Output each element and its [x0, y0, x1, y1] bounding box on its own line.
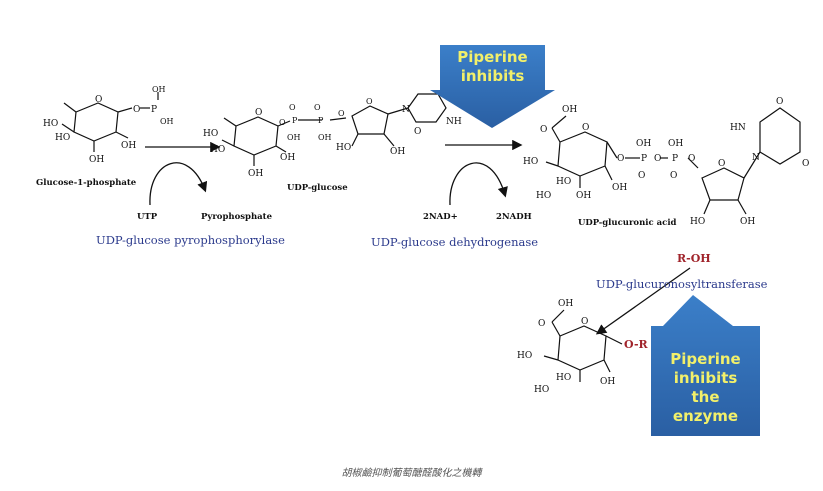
atom-label: OH: [287, 133, 301, 142]
atom-label: HO: [55, 133, 70, 143]
glucose-1-phosphate-structure: [61, 92, 159, 152]
atom-label: O: [540, 125, 547, 135]
atom-label: HN: [730, 123, 746, 133]
atom-label: HO: [536, 191, 551, 201]
piperine-callout-bottom-text: Piperine inhibits the enzyme: [651, 350, 760, 426]
atom-label: OH: [318, 133, 332, 142]
callout-line: inhibits: [673, 369, 738, 387]
atom-label: OH: [280, 153, 295, 163]
atom-label: P: [292, 116, 298, 125]
atom-label: P: [318, 116, 324, 125]
reaction-arrow-2: [445, 139, 523, 206]
atom-label: HO: [534, 385, 549, 395]
atom-label: HO: [517, 351, 532, 361]
udp-glucose-label: UDP-glucose: [287, 183, 348, 193]
enzyme-label-2: UDP-glucose dehydrogenase: [371, 235, 539, 249]
atom-label: OH: [89, 155, 104, 165]
atom-label: N: [752, 153, 760, 163]
atom-label: OH: [390, 147, 405, 157]
atom-label: O: [638, 171, 645, 181]
piperine-callout-top-text: Piperine inhibits: [440, 48, 545, 86]
reaction-arrow-1: [145, 141, 221, 206]
atom-label: OH: [121, 141, 136, 151]
atom-label: O: [617, 154, 624, 164]
atom-label: O: [670, 171, 677, 181]
atom-label: O: [802, 159, 809, 169]
atom-label: HO: [556, 177, 571, 187]
atom-label: O: [279, 118, 286, 127]
atom-label: OH: [576, 191, 591, 201]
piperine-callout-bottom: [651, 295, 760, 436]
o-r-label: O-R: [624, 338, 649, 351]
atom-label: NH: [446, 117, 462, 127]
atom-label: O: [338, 109, 345, 118]
atom-label: HO: [690, 217, 705, 227]
atom-label: HO: [43, 119, 58, 129]
atom-label: O: [95, 95, 102, 105]
atom-label: O: [582, 123, 589, 133]
callout-line: Piperine: [457, 48, 528, 66]
callout-line: the: [691, 388, 720, 406]
pyrophosphate-label: Pyrophosphate: [201, 212, 273, 222]
atom-label: N: [402, 105, 410, 115]
atom-label: O: [255, 108, 262, 118]
glucuronide-product-structure: [543, 309, 623, 382]
nad-label: 2NAD+: [423, 212, 458, 222]
utp-label: UTP: [137, 212, 158, 222]
atom-label: OH: [612, 183, 627, 193]
atom-label: O: [776, 97, 783, 107]
enzyme-label-3: UDP-glucuronosyltransferase: [596, 277, 768, 291]
udp-glucose-structure: [221, 93, 447, 166]
atom-label: HO: [203, 129, 218, 139]
atom-label: OH: [636, 139, 651, 149]
piperine-callout-top: [430, 45, 555, 128]
atom-label: P: [672, 154, 678, 164]
atom-label: OH: [558, 299, 573, 309]
atom-label: O: [718, 159, 725, 169]
atom-label: O: [414, 127, 421, 137]
atom-label: HO: [336, 143, 351, 153]
atom-label: OH: [668, 139, 683, 149]
atom-label: P: [641, 154, 647, 164]
atom-label: HO: [210, 145, 225, 155]
atom-label: OH: [160, 117, 174, 126]
callout-line: inhibits: [460, 67, 525, 85]
udp-glucuronic-acid-label: UDP-glucuronic acid: [578, 218, 677, 228]
nadh-label: 2NADH: [496, 212, 532, 222]
atom-label: O: [314, 103, 321, 112]
atom-label: OH: [152, 85, 166, 94]
atom-label: P: [151, 105, 157, 115]
atom-label: HO: [556, 373, 571, 383]
atom-label: O: [133, 105, 140, 115]
atom-label: OH: [600, 377, 615, 387]
atom-label: O: [289, 103, 296, 112]
atom-label: OH: [740, 217, 755, 227]
reaction-arrow-3: [595, 267, 691, 335]
atom-label: O: [366, 97, 373, 106]
enzyme-label-1: UDP-glucose pyrophosphorylase: [96, 233, 285, 247]
callout-line: Piperine: [670, 350, 741, 368]
callout-line: enzyme: [672, 407, 739, 425]
atom-label: O: [688, 154, 695, 164]
atom-label: HO: [523, 157, 538, 167]
figure-caption: 胡椒鹼抑制葡萄醣醛酸化之機轉: [341, 468, 482, 479]
atom-label: OH: [248, 169, 263, 179]
atom-label: O: [538, 319, 545, 329]
atom-label: O: [654, 154, 661, 164]
atom-label: O: [581, 317, 588, 327]
atom-label: OH: [562, 105, 577, 115]
glucose-1-phosphate-label: Glucose-1-phosphate: [36, 178, 137, 188]
udp-glucuronic-acid-structure: [545, 107, 801, 215]
r-oh-label: R-OH: [677, 252, 711, 265]
